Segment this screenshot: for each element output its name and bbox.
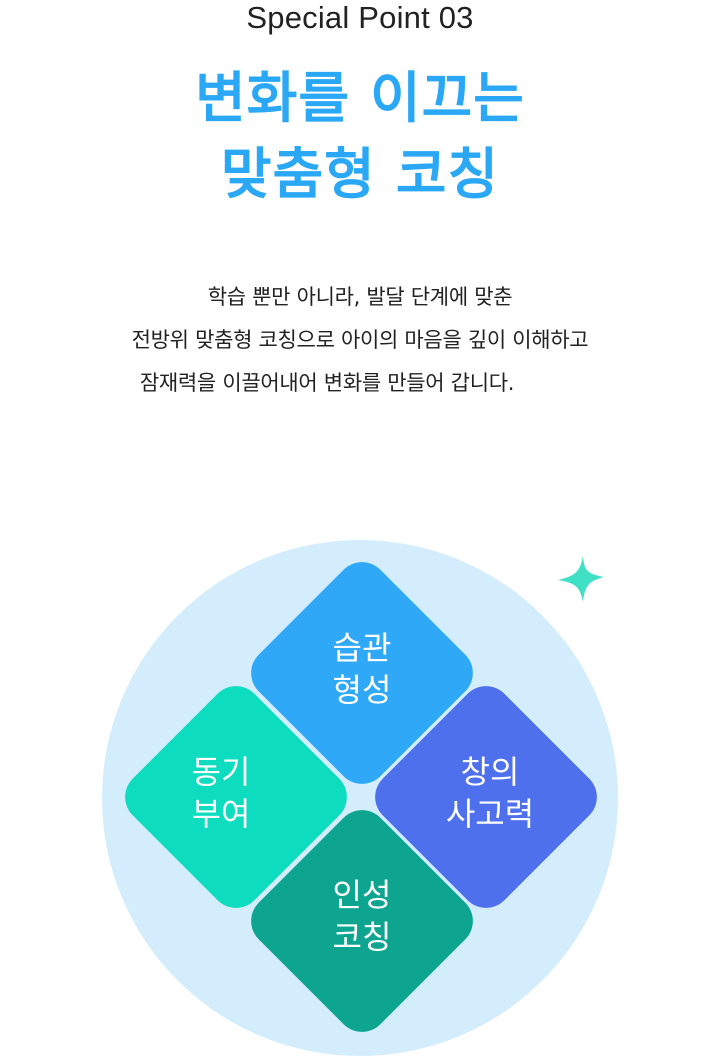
- character-coaching-label-line-2: 코칭: [332, 918, 392, 956]
- section-eyebrow: Special Point 03: [246, 0, 474, 35]
- headline-line-1: 변화를 이끄는: [195, 66, 525, 130]
- character-coaching-label-line-1: 인성: [332, 876, 392, 914]
- section-headline: 변화를 이끄는 맞춤형 코칭: [0, 60, 720, 212]
- creative-thinking-label: 창의 사고력: [390, 751, 590, 835]
- character-coaching-label: 인성 코칭: [262, 874, 462, 958]
- creative-thinking-label-line-1: 창의: [460, 753, 520, 791]
- motivation-label: 동기 부여: [121, 751, 321, 835]
- headline-line-2: 맞춤형 코칭: [220, 142, 500, 206]
- description-line-2: 전방위 맞춤형 코칭으로 아이의 마음을 깊이 이해하고: [131, 328, 589, 352]
- habit-formation-label-line-1: 습관: [332, 629, 392, 667]
- habit-formation-label: 습관 형성: [262, 627, 462, 711]
- habit-formation-label-line-2: 형성: [332, 671, 392, 709]
- motivation-label-line-1: 동기: [191, 753, 251, 791]
- description-line-3: 잠재력을 이끌어내어 변화를 만들어 갑니다.: [139, 371, 515, 395]
- creative-thinking-label-line-2: 사고력: [445, 795, 535, 833]
- motivation-label-line-2: 부여: [191, 795, 251, 833]
- description-line-1: 학습 뿐만 아니라, 발달 단계에 맞춘: [207, 285, 513, 309]
- four-point-star-icon: [558, 556, 604, 602]
- section-description: 학습 뿐만 아니라, 발달 단계에 맞춘 전방위 맞춤형 코칭으로 아이의 마음…: [0, 276, 720, 405]
